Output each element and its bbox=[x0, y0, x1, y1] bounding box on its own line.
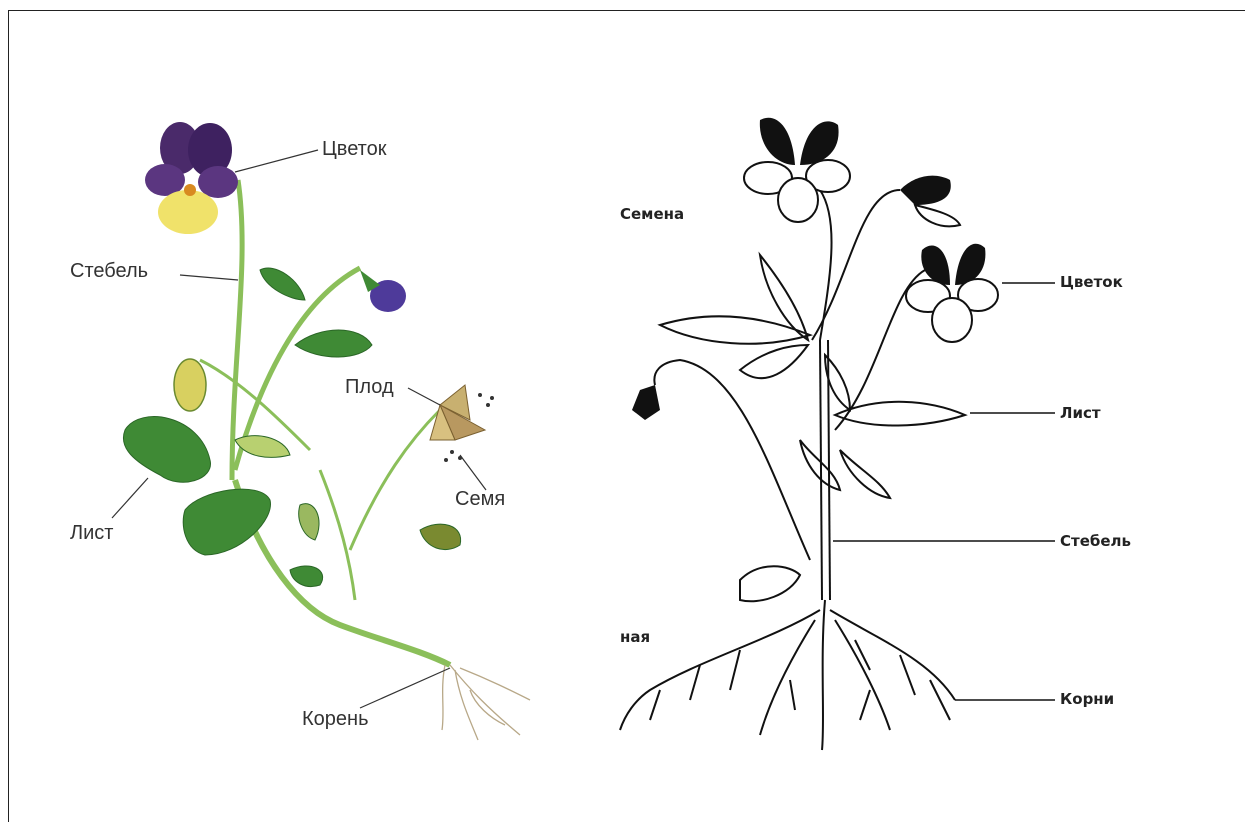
label-seeds-right: Семена bbox=[620, 205, 684, 223]
label-stem-right: Стебель bbox=[1060, 532, 1131, 550]
left-green-pod bbox=[174, 359, 206, 411]
label-roots-right: Корни bbox=[1060, 690, 1114, 708]
left-flower bbox=[145, 122, 238, 234]
label-seed-left: Семя bbox=[455, 488, 505, 511]
label-leaf-right: Лист bbox=[1060, 404, 1101, 422]
left-main-stem bbox=[232, 180, 242, 480]
label-flower-right: Цветок bbox=[1060, 273, 1123, 291]
label-leaf-left: Лист bbox=[70, 522, 113, 545]
left-bud bbox=[360, 270, 406, 312]
left-fruit bbox=[430, 385, 494, 462]
label-flower-left: Цветок bbox=[322, 138, 386, 161]
label-fruit-left: Плод bbox=[345, 376, 394, 399]
label-stem-left: Стебель bbox=[70, 260, 148, 283]
left-root bbox=[442, 665, 530, 740]
label-cut-right: ная bbox=[620, 628, 650, 646]
label-root-left: Корень bbox=[302, 708, 368, 731]
left-leaves bbox=[123, 268, 460, 586]
left-plant-illustration bbox=[0, 0, 620, 820]
